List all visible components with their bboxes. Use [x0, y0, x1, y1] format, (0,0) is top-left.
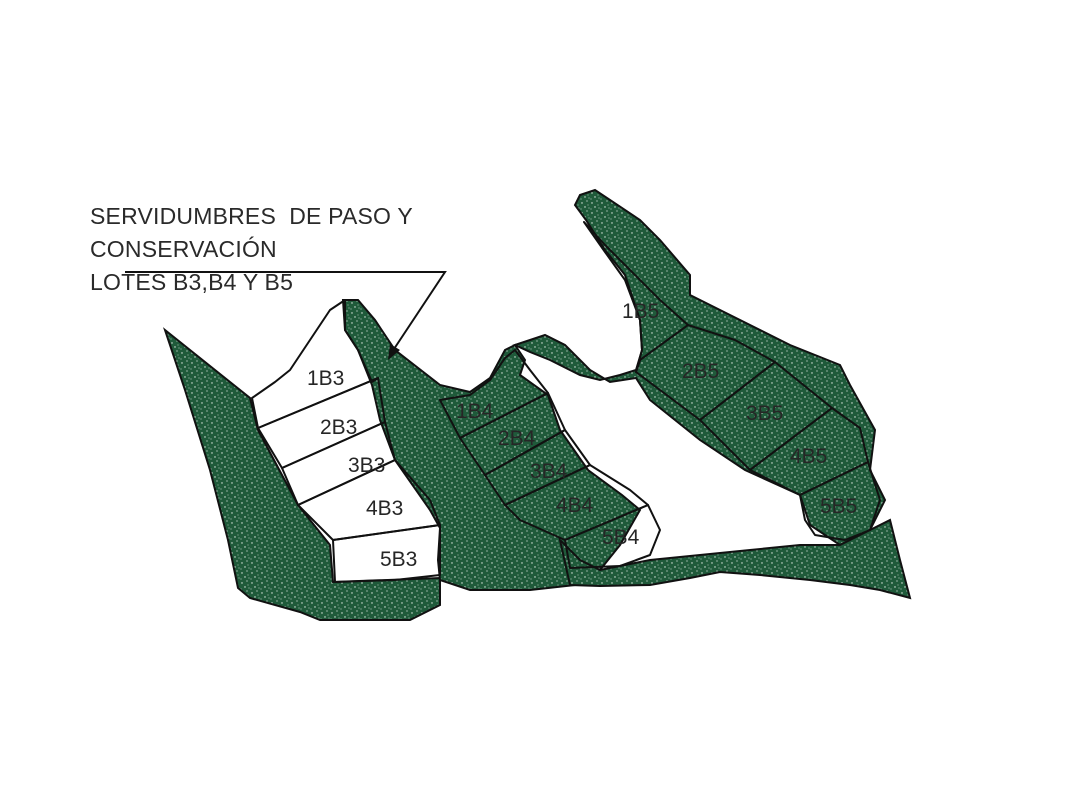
lot-label: 2B3 — [320, 416, 357, 439]
block-b3 — [251, 299, 441, 583]
lot-label: 4B5 — [790, 445, 827, 468]
lot-label: 1B4 — [456, 400, 494, 423]
lot-4b5 — [749, 407, 869, 496]
lot-label: 3B4 — [530, 460, 568, 483]
caption-line: SERVIDUMBRES DE PASO Y — [90, 203, 413, 229]
easement-area-b5-south — [558, 518, 912, 600]
block-b5 — [583, 221, 881, 541]
lot-label: 2B4 — [498, 427, 536, 450]
leader-line — [125, 271, 447, 353]
caption-line: CONSERVACIÓN — [90, 236, 277, 262]
arrow-head-icon — [388, 344, 400, 360]
lot-label: 5B5 — [820, 495, 857, 518]
lot-label: 1B5 — [622, 300, 659, 323]
lot-label: 4B4 — [556, 494, 594, 517]
lot-5b4 — [564, 504, 661, 569]
lot-label: 3B5 — [746, 402, 783, 425]
map-caption: SERVIDUMBRES DE PASO Y CONSERVACIÓN LOTE… — [90, 200, 413, 299]
easement-area-b3-b4 — [341, 299, 642, 591]
lot-label: 1B3 — [307, 367, 344, 390]
lot-label: 5B4 — [602, 526, 640, 549]
lot-5b3 — [332, 524, 441, 583]
lot-label: 4B3 — [366, 497, 403, 520]
lot-5b5 — [799, 461, 881, 541]
lot-label: 3B3 — [348, 454, 385, 477]
caption-line: LOTES B3,B4 Y B5 — [90, 269, 294, 295]
lot-4b3 — [297, 459, 441, 541]
block-b4 — [439, 349, 661, 569]
lot-label: 5B3 — [380, 548, 417, 571]
easement-area-b3-west — [162, 327, 441, 621]
lot-label: 2B5 — [682, 360, 719, 383]
